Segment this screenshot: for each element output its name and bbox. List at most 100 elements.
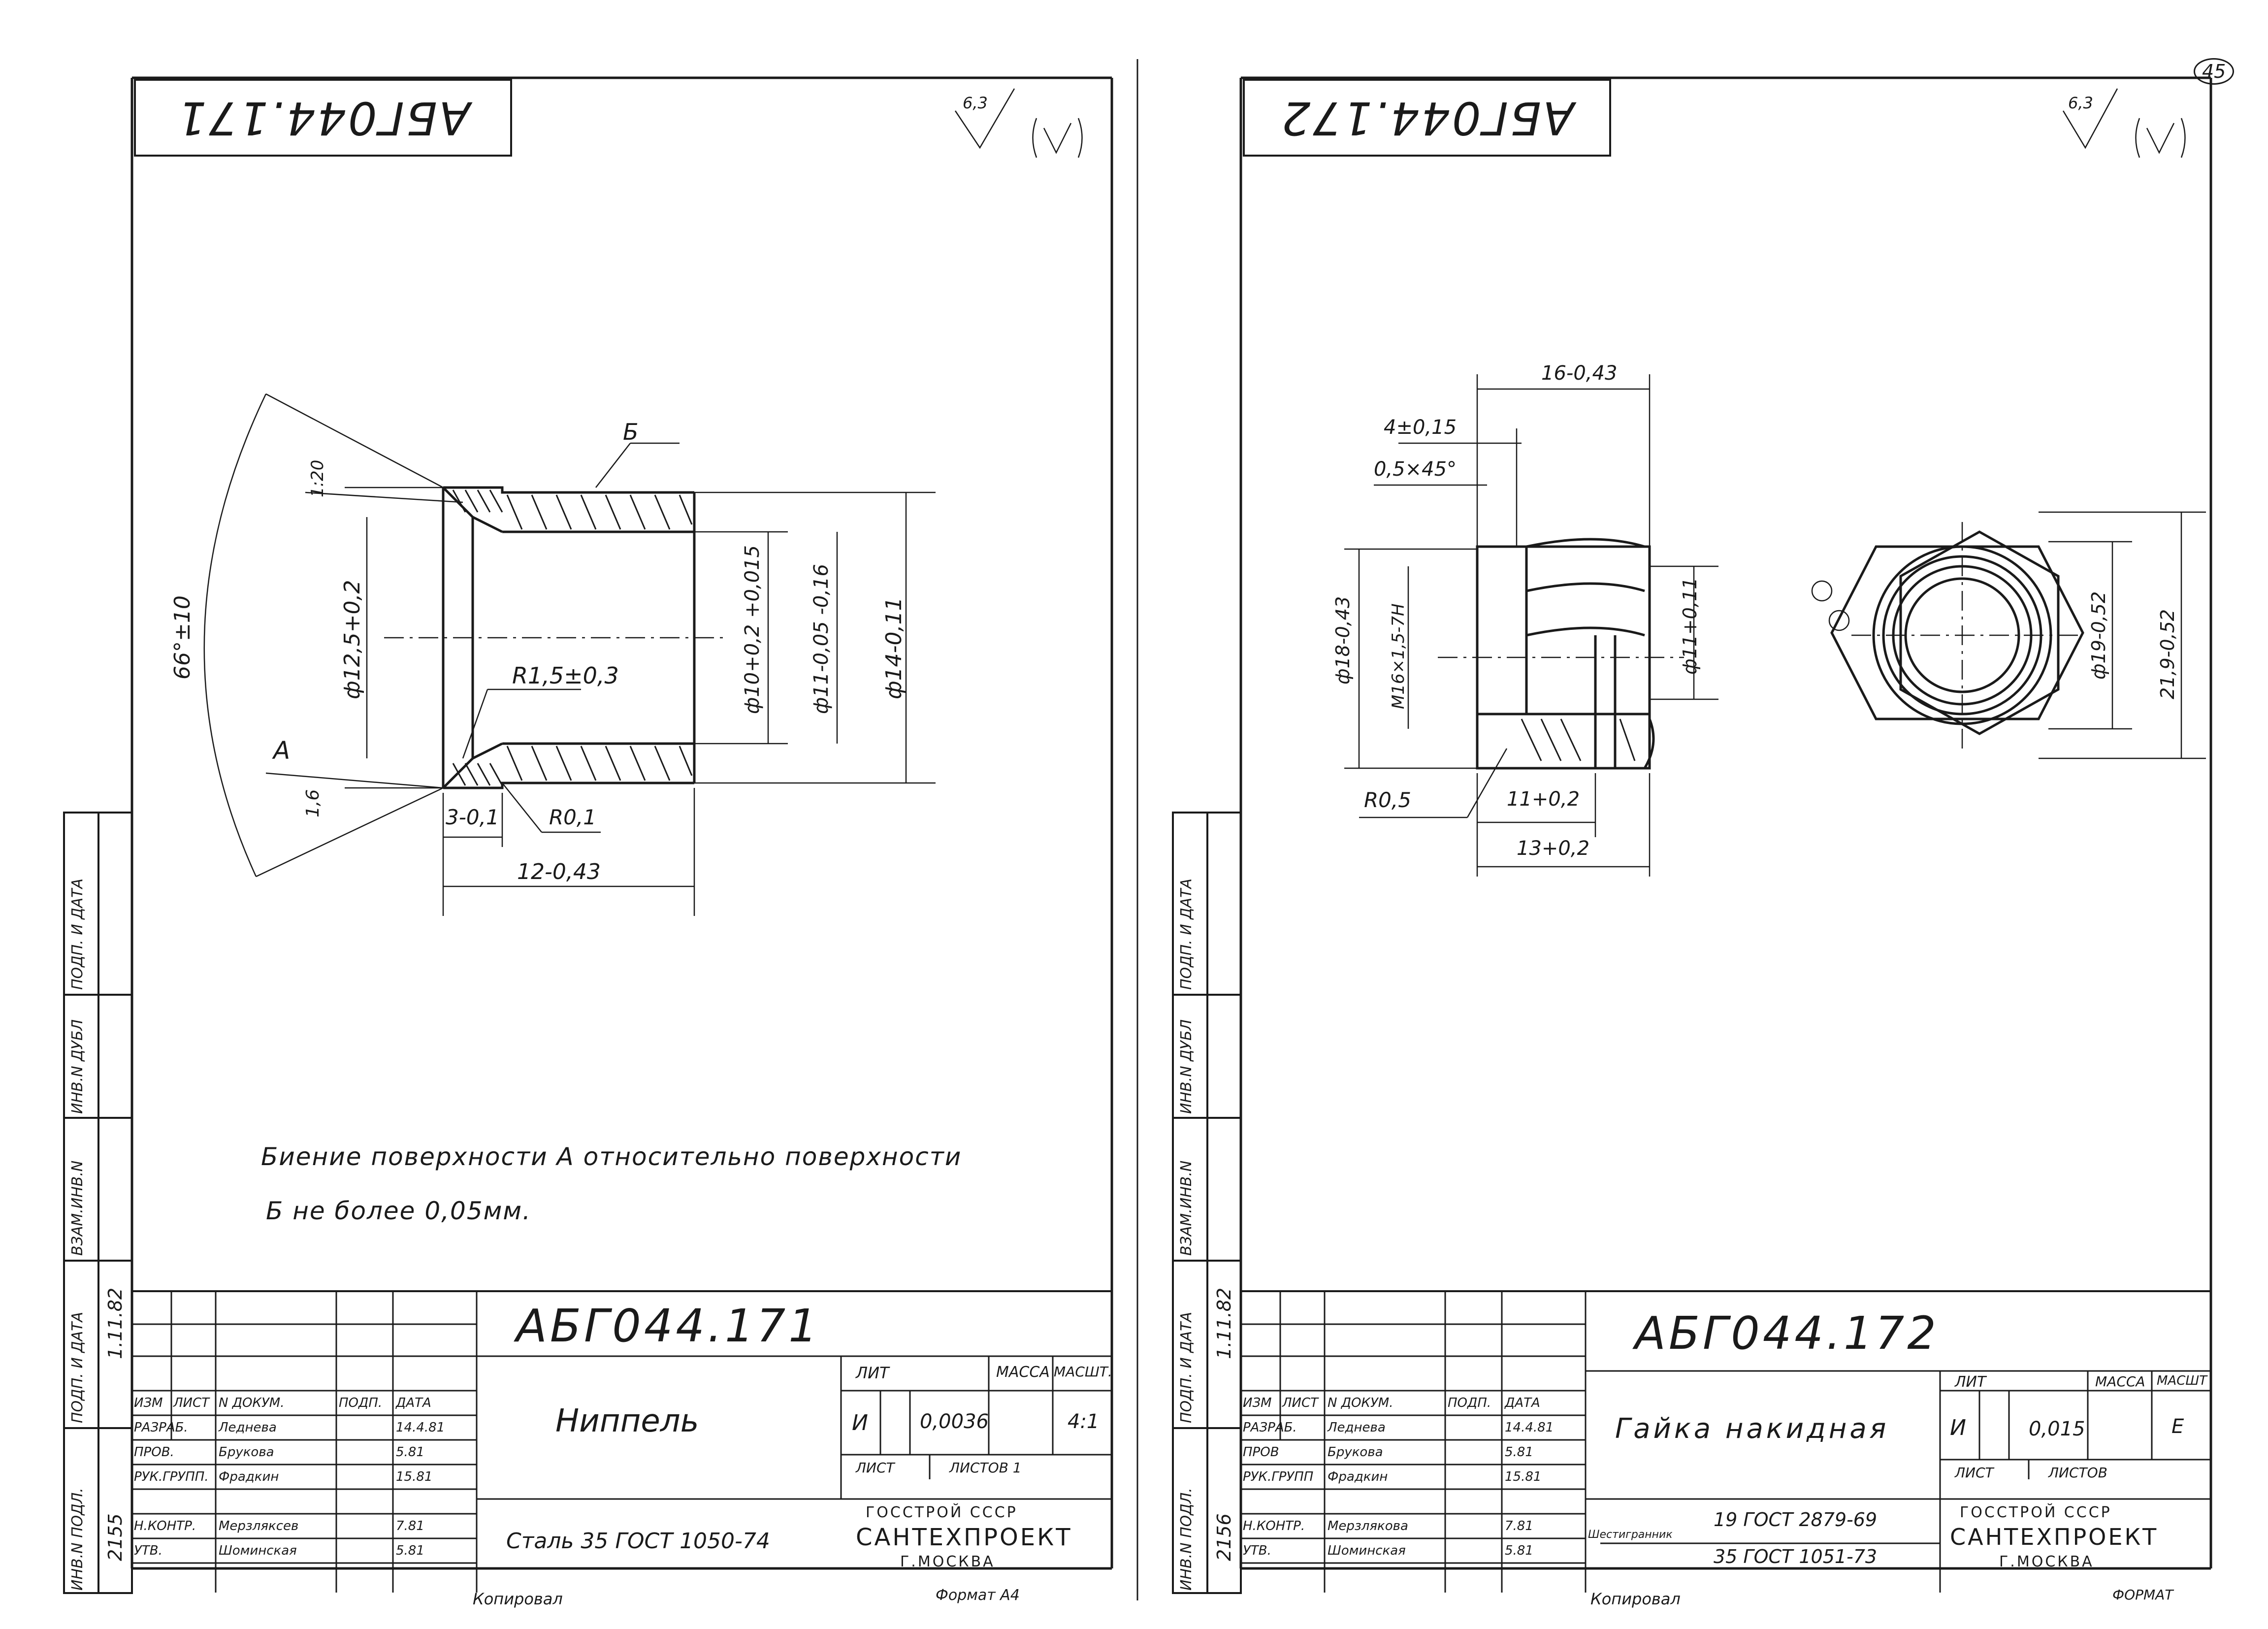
right-material-line2: 35 ГОСТ 1051-73 bbox=[1714, 1546, 1878, 1567]
left-org-line3: Г.МОСКВА bbox=[900, 1553, 995, 1570]
right-side-podp-data: ПОДП. И ДАТА bbox=[1178, 1311, 1195, 1423]
left-dim-r01: R0,1 bbox=[549, 805, 596, 829]
right-dim-len11: 11+0,2 bbox=[1507, 788, 1580, 811]
left-drawing-geometry bbox=[63, 76, 1113, 1594]
right-dim-thread: M16×1,5-7H bbox=[1389, 603, 1408, 709]
right-lit-value: И bbox=[1950, 1415, 1966, 1440]
left-date-prov: 5.81 bbox=[396, 1445, 424, 1460]
right-name-utv: Шоминская bbox=[1328, 1543, 1406, 1558]
left-title-code: АБГ044.171 bbox=[516, 1300, 820, 1352]
left-date-utv: 5.81 bbox=[396, 1543, 424, 1558]
left-dim-surface-b: Б bbox=[623, 419, 639, 445]
right-side-date-value: 1.11.82 bbox=[1213, 1287, 1235, 1359]
right-role-rukgr: РУК.ГРУПП bbox=[1243, 1469, 1314, 1484]
right-side-inv-dubl: ИНВ.N ДУБЛ bbox=[1178, 1019, 1195, 1114]
right-date-nkontr: 7.81 bbox=[1505, 1519, 1533, 1533]
left-name-prov: Брукова bbox=[219, 1445, 274, 1460]
left-role-izm: ИЗМ bbox=[134, 1396, 163, 1410]
right-material-line1: 19 ГОСТ 2879-69 bbox=[1714, 1509, 1878, 1531]
right-side-inv-value: 2156 bbox=[1213, 1513, 1235, 1561]
right-org-line2: САНТЕХПРОЕКТ bbox=[1950, 1524, 2159, 1550]
right-role-ndoc: N ДОКУМ. bbox=[1328, 1396, 1393, 1410]
right-sheet-label: ЛИСТ bbox=[1955, 1465, 1994, 1481]
left-sheets-label: ЛИСТОВ 1 bbox=[949, 1460, 1022, 1476]
right-role-utv: УТВ. bbox=[1243, 1543, 1271, 1558]
right-date-razrab: 14.4.81 bbox=[1505, 1420, 1554, 1435]
right-dim-len4: 4±0,15 bbox=[1384, 416, 1457, 439]
right-role-prov: ПРОВ bbox=[1243, 1445, 1279, 1460]
right-footer-format: ФОРМАТ bbox=[2112, 1587, 2173, 1603]
left-material: Сталь 35 ГОСТ 1050-74 bbox=[506, 1529, 770, 1554]
right-footer-copy: Копировал bbox=[1590, 1590, 1681, 1608]
left-name-razrab: Леднева bbox=[219, 1420, 277, 1435]
right-role-nkontr: Н.КОНТР. bbox=[1243, 1519, 1305, 1533]
right-dim-hex: 21,9-0,52 bbox=[2157, 609, 2178, 699]
left-name-rukgr: Фрадкин bbox=[219, 1469, 279, 1484]
left-date-razrab: 14.4.81 bbox=[396, 1420, 445, 1435]
left-dim-r15: R1,5±0,3 bbox=[512, 662, 619, 689]
left-title-grid bbox=[132, 1292, 1112, 1593]
left-hdr-scale: МАСШТ. bbox=[1054, 1364, 1112, 1380]
right-side-podp-data2: ПОДП. И ДАТА bbox=[1178, 878, 1195, 990]
left-footer-copy: Копировал bbox=[473, 1590, 563, 1608]
right-dim-r05: R0,5 bbox=[1364, 788, 1411, 812]
left-org-line1: ГОССТРОЙ СССР bbox=[866, 1504, 1018, 1521]
right-dim-d18: ф18-0,43 bbox=[1332, 596, 1354, 684]
right-side-vzam-inv: ВЗАМ.ИНВ.N bbox=[1178, 1160, 1195, 1256]
right-dim-chamfer: 0,5×45° bbox=[1374, 458, 1457, 481]
left-role-rukgr: РУК.ГРУПП. bbox=[134, 1469, 209, 1484]
right-dim-d19: ф19-0,52 bbox=[2088, 591, 2109, 680]
left-title-block: ИЗМ ЛИСТ N ДОКУМ. ПОДП. ДАТА РАЗРАБ. ПРО… bbox=[132, 1290, 1112, 1593]
right-role-data: ДАТА bbox=[1505, 1396, 1540, 1410]
left-technical-note-line2: Б не более 0,05мм. bbox=[266, 1197, 532, 1225]
right-role-list: ЛИСТ bbox=[1282, 1396, 1319, 1410]
left-dim-surface-a: А bbox=[273, 736, 291, 765]
left-dim-len12: 12-0,43 bbox=[517, 859, 601, 884]
right-material-prefix: Шестигранник bbox=[1588, 1529, 1673, 1541]
right-name-nkontr: Мерзлякова bbox=[1328, 1519, 1408, 1533]
left-org-line2: САНТЕХПРОЕКТ bbox=[856, 1524, 1072, 1551]
right-hdr-lit: ЛИТ bbox=[1955, 1373, 1986, 1391]
left-mass-value: 0,0036 bbox=[920, 1410, 989, 1433]
right-name-prov: Брукова bbox=[1328, 1445, 1383, 1460]
left-role-list: ЛИСТ bbox=[173, 1396, 210, 1410]
left-scale-value: 4:1 bbox=[1068, 1410, 1100, 1433]
right-part-name: Гайка накидная bbox=[1615, 1413, 1889, 1445]
left-date-nkontr: 7.81 bbox=[396, 1519, 424, 1533]
left-role-data: ДАТА bbox=[396, 1396, 431, 1410]
left-date-rukgr: 15.81 bbox=[396, 1469, 433, 1484]
right-date-rukgr: 15.81 bbox=[1505, 1469, 1542, 1484]
left-sheet-label: ЛИСТ bbox=[856, 1460, 895, 1476]
left-name-utv: Шоминская bbox=[219, 1543, 297, 1558]
right-dim-len13: 13+0,2 bbox=[1517, 837, 1590, 860]
right-role-izm: ИЗМ bbox=[1243, 1396, 1272, 1410]
left-hdr-lit: ЛИТ bbox=[856, 1364, 889, 1382]
left-role-razrab: РАЗРАБ. bbox=[134, 1420, 188, 1435]
left-role-ndoc: N ДОКУМ. bbox=[219, 1396, 285, 1410]
right-org-line1: ГОССТРОЙ СССР bbox=[1960, 1504, 2112, 1521]
right-hdr-mass: МАССА bbox=[2095, 1373, 2145, 1390]
right-dim-len16: 16-0,43 bbox=[1541, 362, 1618, 385]
right-roughness-paren: (√) bbox=[2135, 122, 2156, 139]
right-side-inv-podl: ИНВ.N ПОДЛ. bbox=[1178, 1488, 1195, 1591]
left-hdr-mass: МАССА bbox=[996, 1364, 1050, 1381]
right-scale-value: Е bbox=[2171, 1415, 2184, 1438]
right-name-razrab: Леднева bbox=[1328, 1420, 1386, 1435]
right-date-utv: 5.81 bbox=[1505, 1543, 1533, 1558]
right-title-grid bbox=[1241, 1292, 2211, 1593]
left-technical-note-line1: Биение поверхности А относительно поверх… bbox=[261, 1142, 962, 1171]
right-roughness-value: 6,3 bbox=[2068, 94, 2093, 112]
right-hdr-scale: МАСШТ bbox=[2157, 1373, 2207, 1388]
right-rotated-code-box: АБГ044.172 bbox=[1243, 79, 1611, 157]
right-date-prov: 5.81 bbox=[1505, 1445, 1533, 1460]
left-lit-value: И bbox=[852, 1410, 868, 1435]
left-footer-format: Формат А4 bbox=[936, 1587, 1020, 1604]
right-org-line3: Г.МОСКВА bbox=[1999, 1553, 2094, 1570]
right-rotated-code: АБГ044.172 bbox=[1280, 91, 1574, 144]
left-role-utv: УТВ. bbox=[134, 1543, 162, 1558]
left-roughness-value: 6,3 bbox=[963, 94, 988, 112]
right-sheets-label: ЛИСТОВ bbox=[2048, 1465, 2107, 1481]
right-role-razrab: РАЗРАБ. bbox=[1243, 1420, 1297, 1435]
right-name-rukgr: Фрадкин bbox=[1328, 1469, 1388, 1484]
